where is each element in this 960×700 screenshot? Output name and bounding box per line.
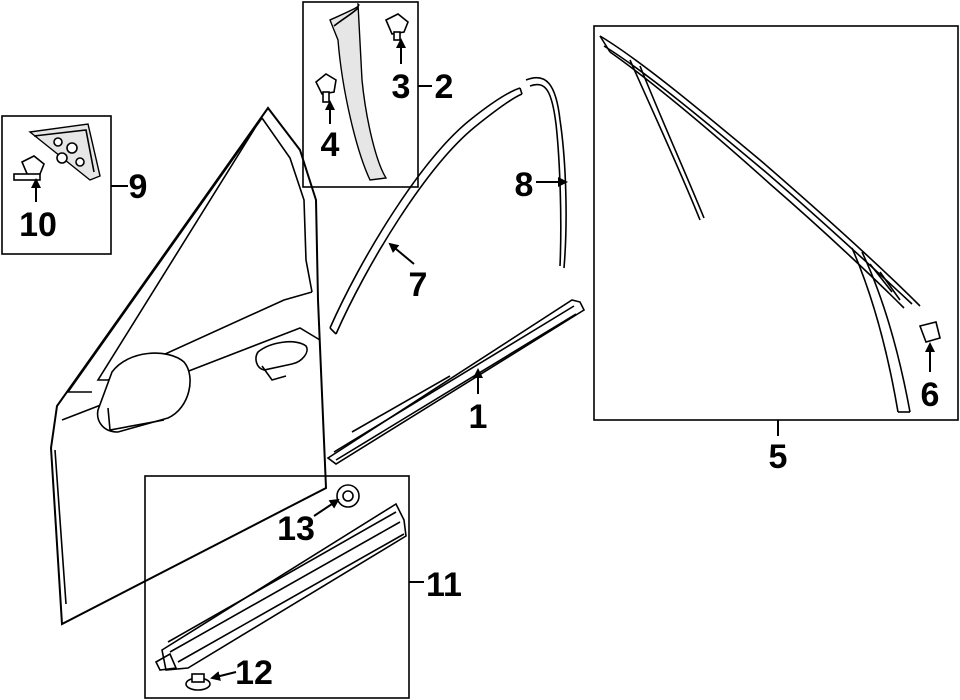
part-1-belt-molding xyxy=(326,299,586,465)
callout-7: 7 xyxy=(409,266,428,304)
leader-lines xyxy=(31,38,935,681)
callout-12: 12 xyxy=(235,654,273,692)
callout-4: 4 xyxy=(321,126,340,164)
callout-8: 8 xyxy=(515,166,534,204)
part-11-rocker-molding xyxy=(154,502,407,671)
applique-part xyxy=(329,2,388,181)
callout-5: 5 xyxy=(769,438,788,476)
screw-4 xyxy=(314,73,337,103)
screw-10 xyxy=(13,155,45,181)
callout-2: 2 xyxy=(435,68,454,106)
part-5-weatherstrip xyxy=(599,35,921,413)
part-7-channel xyxy=(329,87,523,335)
front-door-shell xyxy=(49,106,328,626)
callout-1: 1 xyxy=(469,398,488,436)
callout-13: 13 xyxy=(277,510,315,548)
callout-labels: 1 2 3 4 5 6 7 8 9 10 11 12 13 xyxy=(19,68,939,692)
box-weatherstrip xyxy=(593,25,959,421)
callout-6: 6 xyxy=(921,376,940,414)
clip-13 xyxy=(336,484,360,508)
box-rocker-molding xyxy=(144,475,410,699)
screw-3 xyxy=(384,13,409,41)
callout-3: 3 xyxy=(392,68,411,106)
mirror-corner-trim xyxy=(28,123,101,181)
clip-12 xyxy=(185,673,211,691)
clip-6 xyxy=(918,321,941,343)
callout-9: 9 xyxy=(129,168,148,206)
callout-11: 11 xyxy=(426,566,462,604)
callout-10: 10 xyxy=(19,206,57,244)
door-handle xyxy=(255,340,308,371)
side-mirror xyxy=(96,352,191,433)
box-applique xyxy=(302,1,419,188)
part-8-channel xyxy=(525,76,567,269)
